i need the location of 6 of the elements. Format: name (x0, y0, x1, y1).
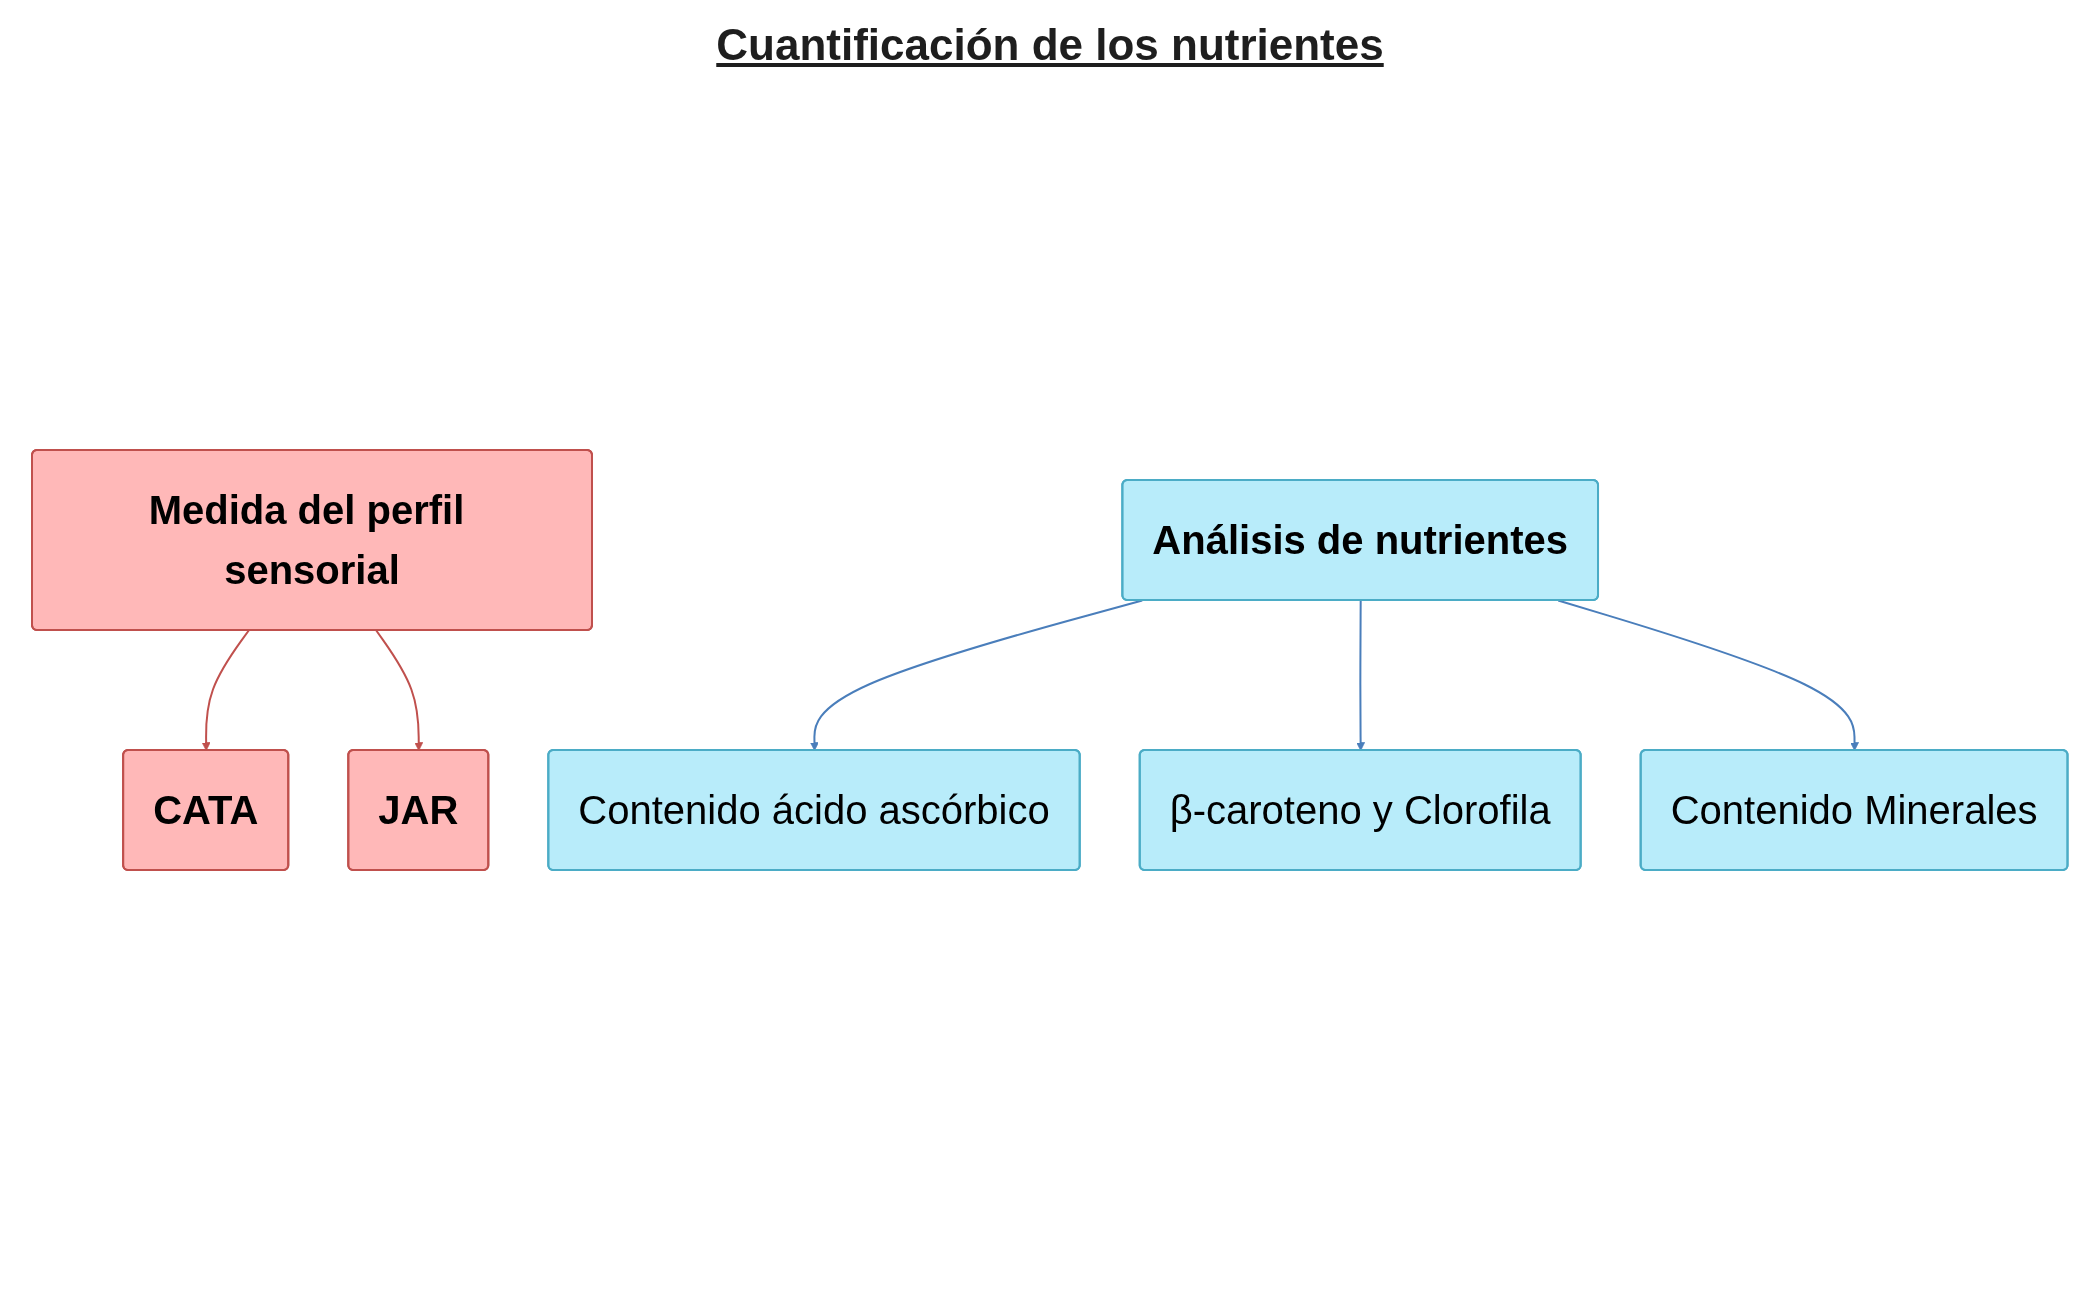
arrow (201, 629, 250, 751)
arrow (810, 599, 1144, 751)
arrow (375, 629, 424, 751)
arrow (1356, 599, 1366, 751)
section-heading: Cuantificación de los nutrientes (715, 20, 1385, 70)
arrow (1557, 599, 1860, 751)
